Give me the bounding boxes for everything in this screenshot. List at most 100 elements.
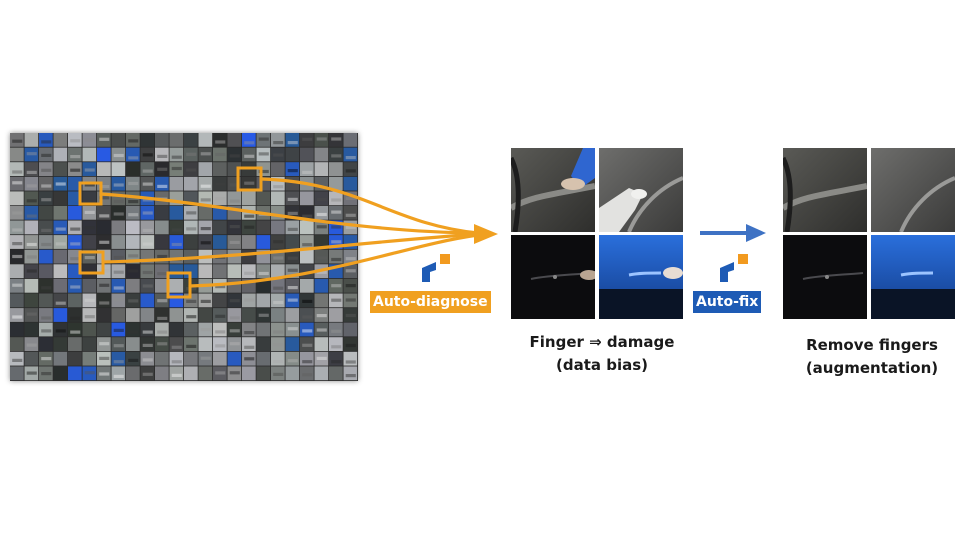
mosaic-tile-detail [171, 345, 182, 349]
mosaic-tile-detail [99, 137, 110, 141]
mosaic-tile-detail [142, 343, 153, 347]
diagnosis-caption-line1: Finger ⇒ damage [529, 333, 675, 351]
mosaic-tile [53, 278, 68, 293]
mosaic-tile-detail [12, 358, 23, 362]
mosaic-tile-detail [273, 185, 284, 189]
mosaic-tile-detail [316, 314, 327, 318]
mosaic-tile-detail [99, 372, 110, 376]
mosaic-tile-detail [70, 316, 81, 320]
mosaic-tile-detail [331, 154, 342, 158]
mosaic-tile-detail [316, 270, 327, 274]
mosaic-tile [68, 264, 82, 279]
mosaic-tile [256, 133, 271, 147]
fix-caption: Remove fingers (augmentation) [782, 334, 960, 380]
mosaic-tile [169, 366, 184, 381]
mosaic-tile-detail [157, 330, 168, 334]
mosaic-tile-detail [26, 242, 37, 247]
mosaic-tile [10, 366, 24, 381]
mosaic-tile [111, 162, 126, 176]
mosaic-tile [198, 322, 213, 337]
mosaic-tile-detail [84, 226, 95, 230]
mosaic-tile-detail [186, 344, 197, 348]
mosaic-tile-detail [113, 298, 124, 302]
mosaic-tile [198, 133, 213, 147]
mosaic-tile [155, 293, 169, 308]
mosaic-tile [227, 351, 242, 366]
mosaic-tile-detail [244, 345, 255, 349]
mosaic-tile [242, 249, 256, 264]
mosaic-tile-detail [345, 269, 356, 273]
mosaic-tile [184, 176, 198, 191]
mosaic-tile-detail [26, 214, 37, 218]
mosaic-tile [169, 293, 184, 308]
mosaic-tile [184, 162, 198, 176]
mosaic-tile [329, 147, 343, 162]
mosaic-tile [82, 308, 97, 322]
mosaic-tile-detail [113, 360, 124, 364]
mosaic-tile [140, 235, 155, 249]
mosaic-tile-detail [345, 156, 356, 160]
mosaic-tile-detail [55, 329, 66, 333]
mosaic-tile [155, 162, 169, 176]
mosaic-tile [184, 249, 198, 264]
mosaic-tile [24, 351, 39, 366]
mosaic-tile [140, 264, 155, 279]
mosaic-tile [329, 264, 343, 279]
mosaic-tile-detail [142, 372, 153, 376]
mosaic-tile [343, 205, 358, 220]
mosaic-tile-detail [142, 198, 153, 202]
thumb-fixed-3 [783, 235, 867, 319]
mosaic-tile [10, 147, 24, 162]
mosaic-tile-detail [41, 357, 52, 361]
mosaic-tile-detail [171, 166, 182, 171]
mosaic-tile [126, 220, 140, 235]
mosaic-tile-detail [258, 271, 269, 276]
mosaic-tile-detail [142, 169, 153, 173]
mosaic-tile-detail [331, 240, 342, 244]
mosaic-tile-detail [12, 170, 23, 174]
mosaic-tile [68, 337, 82, 351]
mosaic-tile-detail [287, 169, 298, 173]
mosaic-tile [300, 147, 314, 162]
mosaic-tile [343, 147, 358, 162]
mosaic-tile [213, 205, 227, 220]
mosaic-tile-detail [12, 139, 23, 143]
mosaic-tile-detail [55, 301, 66, 305]
mosaic-tile [10, 351, 24, 366]
mosaic-tile-detail [215, 255, 226, 259]
mosaic-tile [256, 147, 271, 162]
mosaic-tile [53, 293, 68, 308]
mosaic-tile [24, 366, 39, 381]
mosaic-tile-detail [287, 327, 298, 331]
mosaic-tile-detail [316, 328, 327, 332]
mosaic-tile [10, 220, 24, 235]
mosaic-tile-detail [345, 374, 356, 378]
mosaic-tile-detail [128, 269, 139, 273]
mosaic-tile [343, 351, 358, 366]
mosaic-tile [314, 293, 329, 308]
mosaic-tile-detail [229, 225, 240, 229]
mosaic-tile-detail [55, 227, 66, 231]
mosaic-tile [97, 366, 111, 381]
mosaic-tile [111, 147, 126, 162]
mosaic-tile [169, 278, 184, 293]
mosaic-tile-detail [41, 228, 52, 232]
mosaic-tile-detail [41, 184, 52, 188]
mosaic-tile-detail [200, 198, 211, 202]
mosaic-tile [53, 308, 68, 322]
mosaic-tile [300, 220, 314, 235]
mosaic-tile [39, 205, 53, 220]
mosaic-tile [97, 133, 111, 147]
mosaic-tile [213, 176, 227, 191]
mosaic-tile-detail [99, 301, 110, 305]
mosaic-tile [184, 235, 198, 249]
mosaic-tile-detail [12, 211, 23, 215]
mosaic-tile [213, 235, 227, 249]
mosaic-tile-detail [215, 140, 226, 144]
mosaic-tile [314, 235, 329, 249]
mosaic-tile [213, 162, 227, 176]
mosaic-tile [140, 220, 155, 235]
mosaic-tile [213, 264, 227, 279]
mosaic-tile-detail [302, 299, 313, 303]
mosaic-tile [329, 249, 343, 264]
